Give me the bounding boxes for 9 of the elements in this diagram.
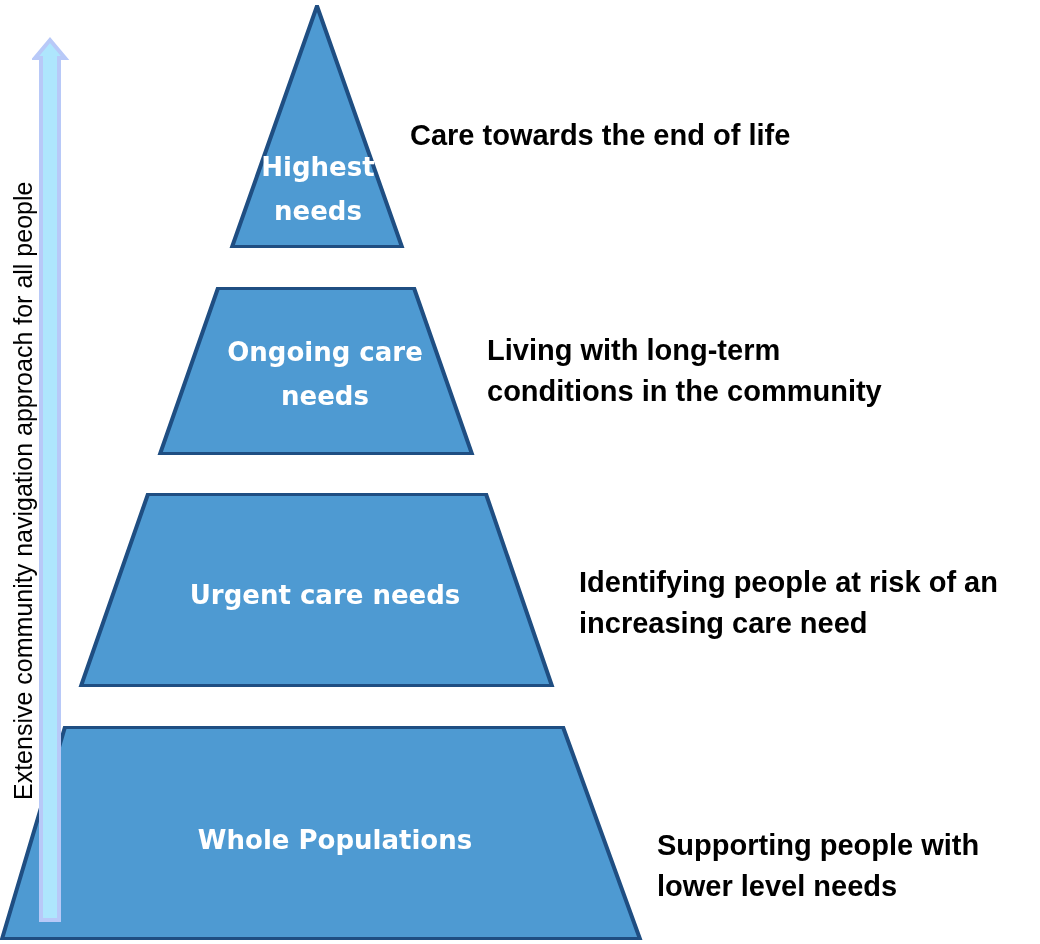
tier-label: Whole Populations (196, 824, 474, 857)
tier-description: Living with long-term conditions in the community (487, 333, 883, 409)
tier-description: Identifying people at risk of an increasing care need (579, 565, 999, 641)
tier-label: Urgent care needs (188, 579, 462, 612)
axis-caption: Extensive community navigation approach for all people (8, 181, 38, 800)
tier-description: Supporting people with lower level needs (657, 828, 981, 904)
tier-description: Care towards the end of life (410, 118, 792, 153)
tier-label: Ongoing care needs (226, 336, 424, 413)
tier-label: Highest needs (260, 151, 376, 228)
